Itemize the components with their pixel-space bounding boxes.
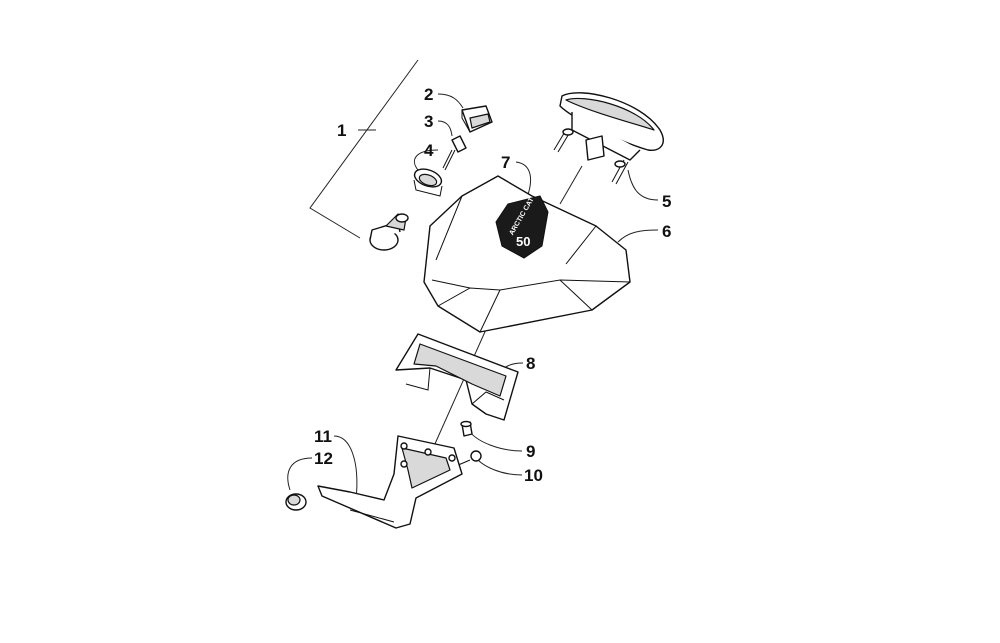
- leader-4: [414, 149, 439, 171]
- leader-12: [287, 457, 313, 491]
- leader-6: [617, 229, 659, 243]
- callout-labels: 1 2 3 4 5 6 7 8 9 10 11 12: [314, 85, 671, 485]
- assembly-axis-lower: [429, 324, 489, 456]
- logo-badge-part: ARCTIC CAT 50: [495, 195, 549, 259]
- mounting-bracket-part: [317, 435, 463, 529]
- key-cap-part: [461, 105, 493, 133]
- callout-12: 12: [314, 449, 333, 468]
- callout-10: 10: [524, 466, 543, 485]
- leader-10: [477, 459, 523, 476]
- grommet-part: [460, 420, 473, 437]
- logo-number-text: 50: [516, 234, 530, 249]
- assembly-axis-upper: [559, 165, 583, 205]
- ignition-switch-part: [369, 213, 409, 251]
- key-part: [442, 135, 467, 171]
- callout-4: 4: [424, 141, 434, 160]
- leader-3: [437, 120, 453, 137]
- trim-frame-part: [395, 333, 519, 421]
- callout-2: 2: [424, 85, 433, 104]
- callout-5: 5: [662, 192, 671, 211]
- callout-9: 9: [526, 442, 535, 461]
- callout-11: 11: [314, 427, 332, 446]
- leader-1: [309, 59, 419, 239]
- screw-part: [455, 450, 482, 467]
- callout-7: 7: [501, 153, 510, 172]
- leader-11: [333, 435, 358, 501]
- leader-5: [627, 169, 659, 201]
- callout-3: 3: [424, 112, 433, 131]
- plug-part: [285, 493, 307, 511]
- callout-1: 1: [337, 121, 346, 140]
- leader-9: [469, 431, 523, 452]
- nut-part: [413, 168, 443, 197]
- callout-6: 6: [662, 222, 671, 241]
- leader-2: [437, 93, 464, 109]
- leader-lines: [287, 59, 659, 501]
- gauge-part: [553, 92, 664, 185]
- callout-8: 8: [526, 354, 535, 373]
